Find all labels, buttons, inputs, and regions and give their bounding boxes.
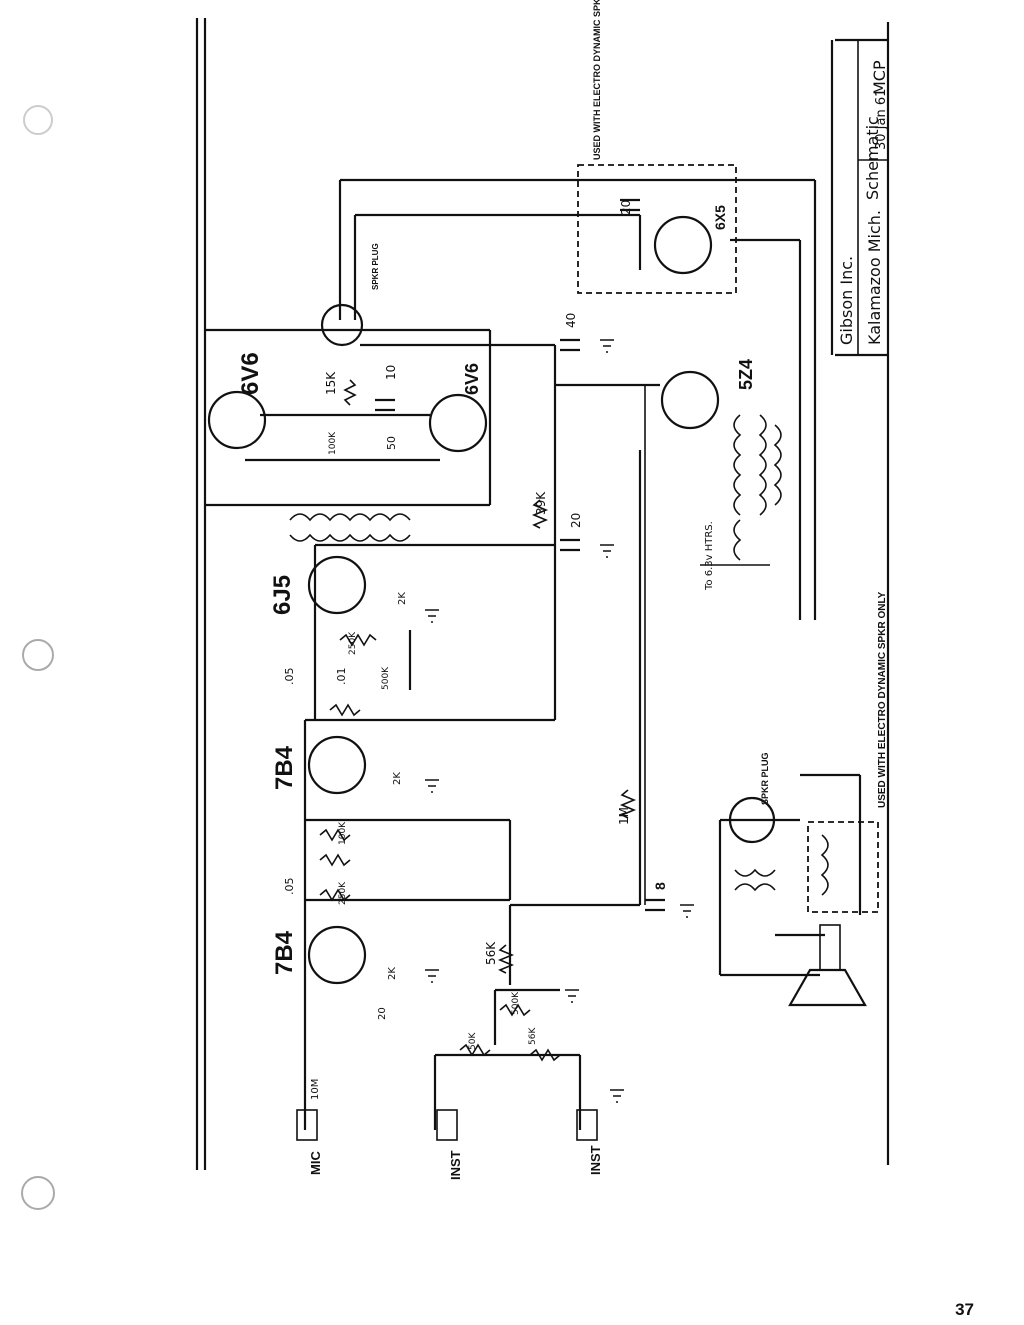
label-c-20a: 20 [619, 200, 633, 215]
dashed-boxes [577, 164, 879, 913]
tube-label-6v6-b: 6V6 [462, 363, 482, 395]
wiring [205, 178, 862, 1130]
page-number: 37 [955, 1300, 974, 1319]
tube-6j5 [307, 555, 367, 615]
initials-text: MCP [870, 60, 889, 95]
resistors [319, 379, 637, 1062]
tube-label-6v6-a: 6V6 [237, 352, 264, 395]
title-block: Gibson Inc. Kalamazoo Mich. Schematic 30… [837, 40, 889, 355]
grounds [425, 339, 694, 1103]
tube-6v6-a [207, 390, 267, 450]
label-c-20c: 20 [377, 1007, 388, 1020]
label-c-8: 8 [652, 882, 668, 890]
tube-7b4-a [307, 735, 367, 795]
label-c-05-a: .05 [283, 668, 296, 686]
label-r-56k-b: 56K [528, 1027, 538, 1045]
label-r-50k: 50K [468, 1032, 478, 1050]
plug-octal [320, 303, 364, 347]
drawing-text: Schematic [863, 116, 882, 200]
transformers [289, 414, 829, 896]
input-label-inst-2: INST [588, 1145, 603, 1175]
label-r-250k: 250K [348, 631, 358, 655]
speaker [788, 924, 867, 1007]
label-r-2k-b: 2K [392, 772, 403, 785]
input-label-inst-1: INST [448, 1150, 463, 1180]
label-c-20b: 20 [569, 513, 583, 528]
tube-label-5z4: 5Z4 [736, 359, 756, 390]
label-c-50: 50 [385, 436, 398, 450]
label-r-39k: 39K [534, 491, 548, 515]
label-r-1m: 1M [617, 807, 631, 825]
capacitors [375, 198, 665, 912]
note-spkr-plug-bottom: SPKR PLUG [760, 752, 770, 805]
label-r-250k-b: 250K [338, 881, 348, 905]
location-text: Kalamazoo Mich. [865, 210, 884, 345]
tube-label-7b4-a: 7B4 [271, 745, 298, 790]
label-r-100: 100K [328, 431, 338, 455]
label-c-10: 10 [384, 365, 398, 380]
note-used-with-2: USED WITH ELECTRO DYNAMIC SPKR ONLY [877, 591, 888, 808]
label-r-2k-a: 2K [397, 592, 408, 605]
label-r-500k: 500K [381, 666, 391, 690]
note-spkr-plug-top: SPKR PLUG [371, 243, 380, 290]
tube-label-6j5: 6J5 [269, 575, 296, 615]
company-text: Gibson Inc. [837, 256, 856, 345]
jacks [296, 1109, 598, 1141]
label-r-100k-a: 100K [338, 821, 348, 845]
input-label-mic: MIC [308, 1151, 323, 1175]
tube-5z4 [660, 370, 720, 430]
tube-6x5 [653, 215, 713, 275]
label-r-15k: 15K [324, 371, 338, 395]
label-c-05-b: .05 [283, 878, 296, 896]
label-c-01: .01 [335, 668, 348, 686]
tube-7b4-b [307, 925, 367, 985]
label-r-10m: 10M [310, 1079, 321, 1100]
label-r-500k-b: 500K [511, 991, 521, 1015]
punch-holes [21, 105, 55, 1210]
tube-label-6x5: 6X5 [712, 205, 728, 230]
label-r-2k-c: 2K [387, 967, 398, 980]
spkr-socket [728, 796, 776, 844]
note-heater: To 6.3v HTRS. [704, 521, 715, 591]
tube-6v6-b [428, 393, 488, 453]
tube-label-7b4-b: 7B4 [271, 930, 298, 975]
label-r-56k: 56K [484, 941, 498, 965]
frame [195, 18, 890, 1170]
label-c-40: 40 [564, 313, 578, 328]
date-text: 30 Jan 61 [874, 89, 889, 150]
tubes [207, 215, 776, 985]
note-used-with-1: USED WITH ELECTRO DYNAMIC SPKR ONLY [592, 0, 602, 160]
